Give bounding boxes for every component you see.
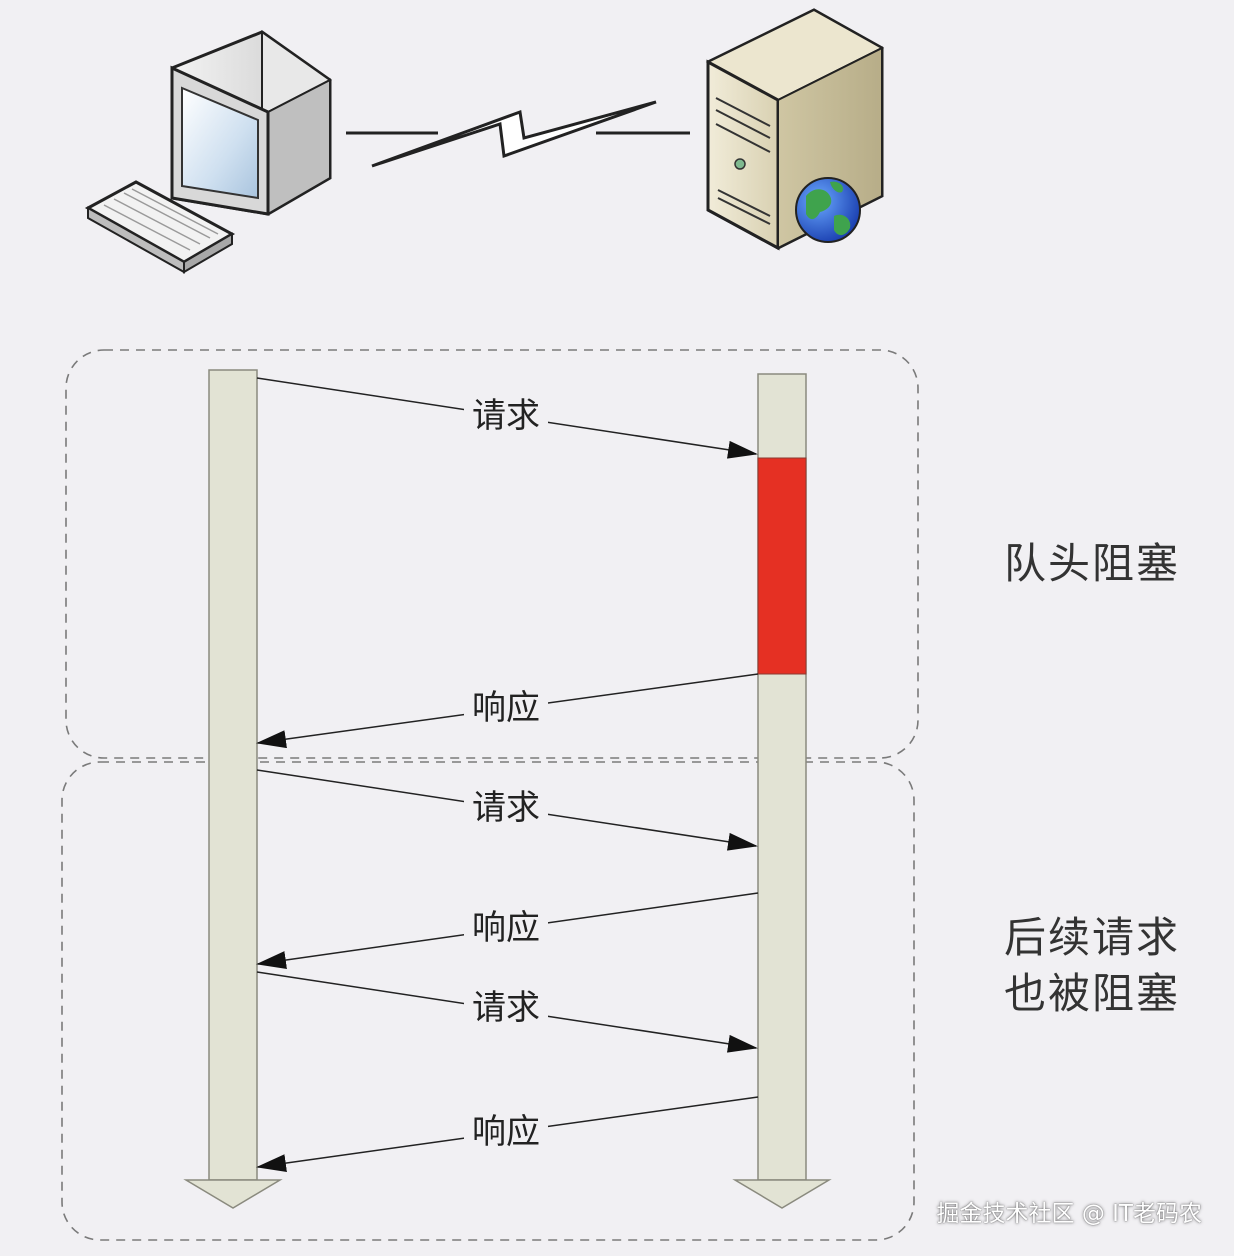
client-timeline (183, 369, 283, 1209)
message-1-label: 请求 (472, 396, 540, 436)
web-server-icon (705, 8, 885, 251)
watermark: 掘金技术社区 @ IT老码农 (936, 1201, 1202, 1227)
subsequent-blocked-label-line-2: 也被阻塞 (1004, 969, 1181, 1018)
message-3-label: 请求 (472, 788, 540, 828)
subsequent-group-box (61, 761, 915, 1241)
blocked-processing-segment (757, 457, 807, 675)
message-2-response: 响应 (256, 673, 759, 749)
message-3-request: 请求 (256, 769, 758, 851)
message-4-label: 响应 (472, 908, 540, 948)
message-5-request: 请求 (256, 971, 758, 1053)
message-6-label: 响应 (472, 1112, 540, 1152)
head-of-line-group-box (65, 349, 919, 759)
message-5-label: 请求 (472, 988, 540, 1028)
subsequent-blocked-label-line-1: 后续请求 (1004, 913, 1181, 962)
message-4-response: 响应 (256, 892, 759, 969)
head-of-line-blocking-label: 队头阻塞 (1004, 539, 1181, 588)
network-lightning-link-icon (346, 100, 690, 168)
desktop-computer-icon (84, 30, 332, 274)
message-2-label: 响应 (472, 688, 540, 728)
message-6-response: 响应 (256, 1096, 759, 1173)
message-1-request: 请求 (256, 377, 758, 459)
